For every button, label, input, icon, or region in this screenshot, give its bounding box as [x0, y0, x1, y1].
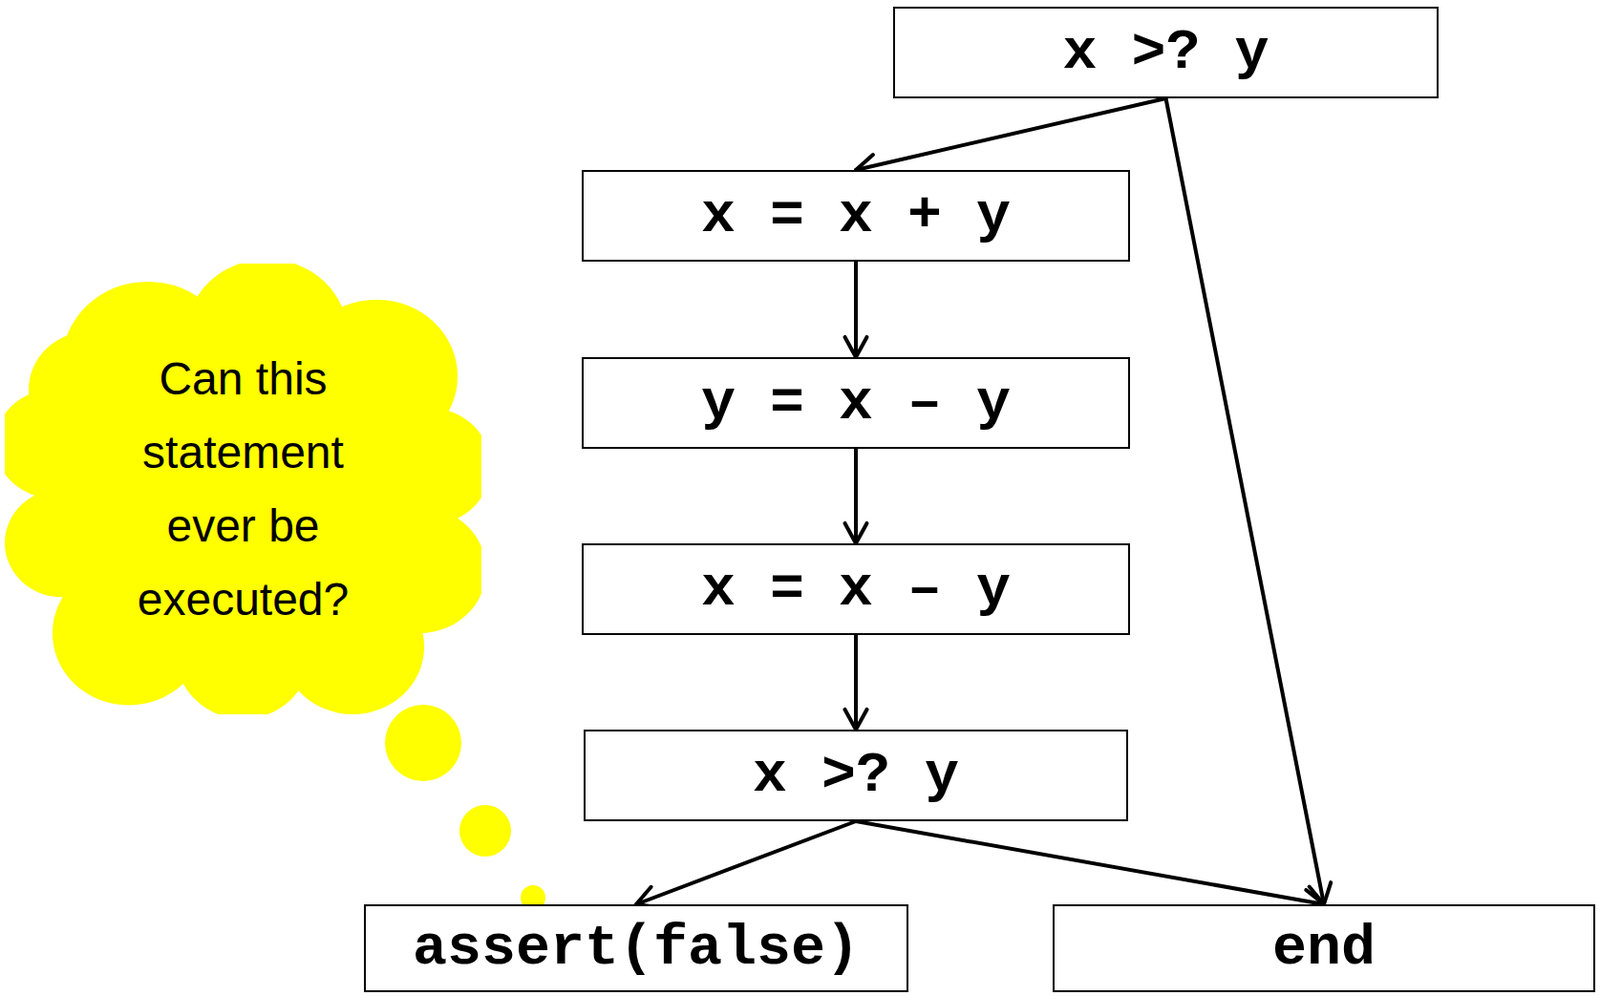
flow-arrow	[844, 448, 867, 544]
node-text: x >? y	[752, 742, 960, 810]
connector-line	[853, 448, 858, 544]
flow-arrow	[1166, 98, 1332, 905]
node-text: assert(false)	[412, 915, 860, 982]
connector-line	[1166, 98, 1325, 905]
flow-arrow	[855, 821, 1324, 913]
node-text: x >? y	[1062, 19, 1269, 86]
node-text: Can this statement ever be executed?	[105, 341, 383, 637]
assert-box: assert(false)	[363, 904, 909, 993]
decision-box: x >? y	[893, 6, 1439, 99]
arrow-head	[844, 337, 867, 358]
process-box: x = x + y	[581, 170, 1131, 262]
connector-line	[853, 261, 858, 358]
node-text: end	[1272, 915, 1376, 982]
flow-arrow	[844, 261, 867, 358]
flow-arrow	[636, 821, 856, 908]
node-text: x = x + y	[701, 182, 1011, 250]
flow-arrow	[855, 98, 1167, 176]
thought-bubble	[384, 704, 462, 782]
cloud-body	[52, 331, 434, 665]
connector-line	[853, 635, 858, 730]
arrow-head	[844, 709, 867, 730]
decision-box: x >? y	[583, 729, 1129, 822]
connector-line	[855, 98, 1167, 171]
process-box: y = x – y	[581, 357, 1131, 449]
thought-bubble	[459, 805, 512, 857]
node-text: y = x – y	[701, 369, 1011, 437]
process-box: x = x – y	[581, 543, 1131, 636]
end-box: end	[1052, 904, 1596, 993]
connector-line	[636, 821, 856, 905]
flow-arrow	[844, 635, 867, 730]
connector-line	[855, 821, 1324, 905]
arrow-head	[844, 523, 867, 544]
thought-cloud: Can this statement ever be executed?	[4, 263, 482, 715]
node-text: x = x – y	[701, 555, 1011, 623]
cloud-shape	[4, 263, 482, 715]
